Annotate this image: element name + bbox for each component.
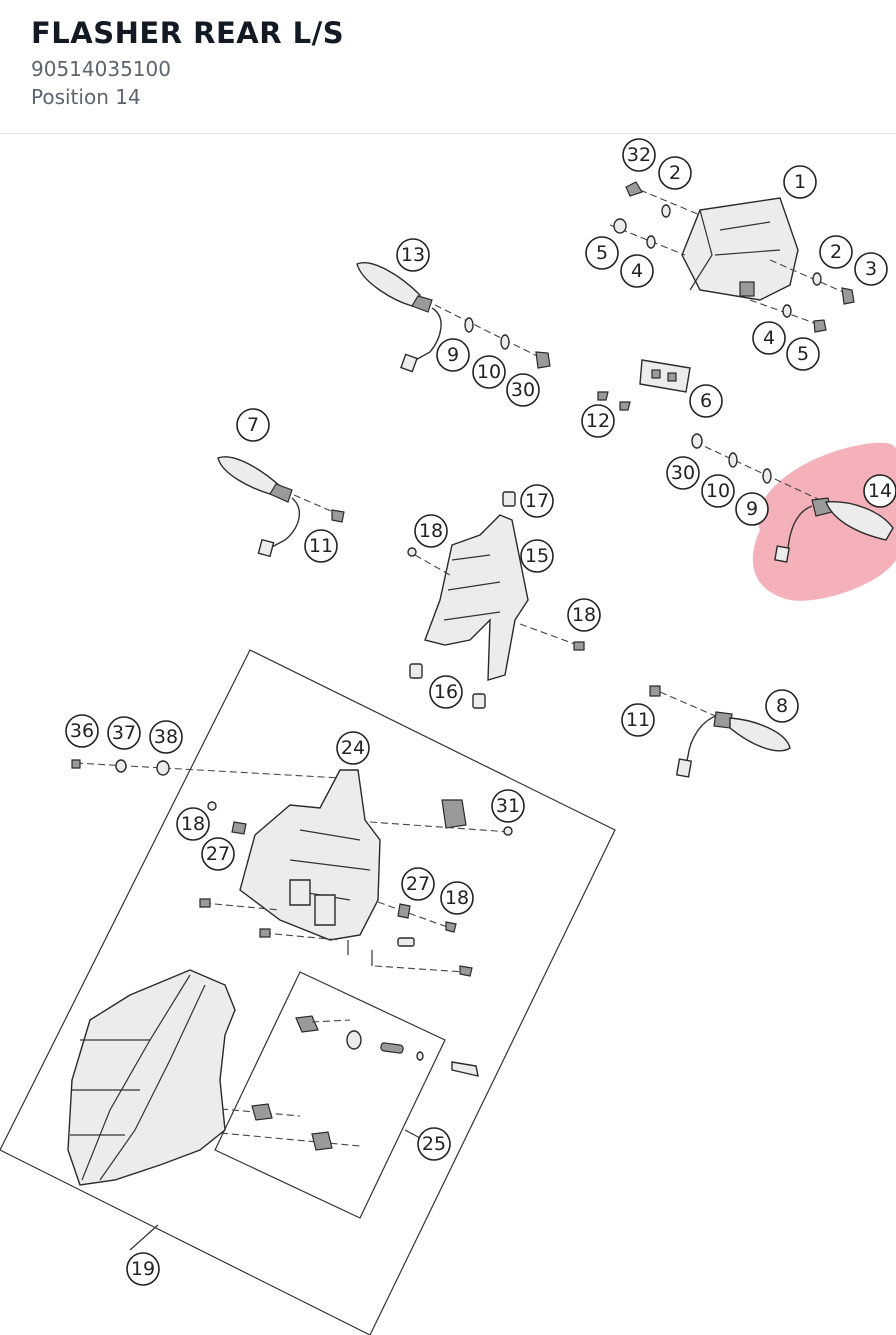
callout-30[interactable]: 30: [506, 373, 540, 407]
callout-16[interactable]: 16: [429, 675, 463, 709]
svg-text:8: 8: [776, 695, 788, 717]
part-header: FLASHER REAR L/S 90514035100 Position 14: [0, 0, 896, 134]
svg-text:10: 10: [706, 480, 730, 502]
bracket-assembly: [609, 181, 855, 333]
svg-text:9: 9: [746, 498, 758, 520]
svg-text:13: 13: [401, 244, 425, 266]
callout-13[interactable]: 13: [396, 238, 430, 272]
callout-9b[interactable]: 9: [735, 492, 769, 526]
svg-text:24: 24: [341, 737, 365, 759]
callout-10[interactable]: 10: [472, 355, 506, 389]
callout-27b[interactable]: 27: [401, 867, 435, 901]
svg-text:11: 11: [626, 709, 650, 731]
callout-4b[interactable]: 4: [752, 321, 786, 355]
svg-text:14: 14: [868, 480, 892, 502]
svg-text:5: 5: [797, 343, 809, 365]
callout-2[interactable]: 2: [658, 156, 692, 190]
callout-2b[interactable]: 2: [819, 235, 853, 269]
callout-32[interactable]: 32: [622, 138, 656, 172]
callout-11b[interactable]: 11: [621, 703, 655, 737]
headlight-subgroup-frame: [209, 971, 479, 1219]
callout-30b[interactable]: 30: [666, 456, 700, 490]
svg-text:25: 25: [422, 1133, 446, 1155]
callout-36[interactable]: 36: [65, 714, 99, 748]
part-title: FLASHER REAR L/S: [31, 16, 345, 50]
callout-17[interactable]: 17: [520, 484, 554, 518]
headlight-unit: [67, 969, 236, 1251]
callout-31[interactable]: 31: [491, 789, 525, 823]
callout-38[interactable]: 38: [149, 720, 183, 754]
callout-12[interactable]: 12: [581, 404, 615, 438]
callout-15[interactable]: 15: [520, 539, 554, 573]
callout-19[interactable]: 19: [126, 1252, 160, 1286]
callout-7[interactable]: 7: [236, 408, 270, 442]
svg-text:5: 5: [596, 242, 608, 264]
callout-8[interactable]: 8: [765, 689, 799, 723]
svg-text:27: 27: [406, 873, 430, 895]
svg-text:4: 4: [631, 260, 643, 282]
part-position: Position 14: [31, 85, 141, 109]
flasher-rear-left: [691, 433, 894, 563]
svg-text:18: 18: [572, 604, 596, 626]
callout-11[interactable]: 11: [304, 529, 338, 563]
flasher-rear-right: [649, 685, 791, 778]
callout-1[interactable]: 1: [783, 165, 817, 199]
svg-text:30: 30: [671, 462, 695, 484]
exploded-parts-diagram: 32 2 1 13 5 4 2 3 4 5 9 10 30 6 12 7 30 …: [0, 138, 896, 1335]
svg-text:37: 37: [112, 722, 136, 744]
svg-text:15: 15: [525, 545, 549, 567]
svg-text:4: 4: [763, 327, 775, 349]
svg-text:32: 32: [627, 144, 651, 166]
svg-text:27: 27: [206, 843, 230, 865]
svg-text:36: 36: [70, 720, 94, 742]
callout-14-selected[interactable]: 14: [863, 474, 896, 508]
svg-text:18: 18: [419, 520, 443, 542]
svg-text:17: 17: [525, 490, 549, 512]
callout-5[interactable]: 5: [585, 236, 619, 270]
flasher-front-left: [356, 262, 551, 373]
callout-4[interactable]: 4: [620, 254, 654, 288]
svg-text:9: 9: [447, 344, 459, 366]
callout-18c[interactable]: 18: [176, 807, 210, 841]
callout-24[interactable]: 24: [336, 731, 370, 765]
part-number: 90514035100: [31, 57, 171, 81]
callout-37[interactable]: 37: [107, 716, 141, 750]
svg-text:2: 2: [669, 162, 681, 184]
svg-text:31: 31: [496, 795, 520, 817]
callout-5b[interactable]: 5: [786, 337, 820, 371]
rear-bracket: [407, 491, 585, 709]
flasher-front-right: [217, 456, 345, 558]
callout-18b[interactable]: 18: [567, 598, 601, 632]
svg-text:30: 30: [511, 379, 535, 401]
svg-text:18: 18: [181, 813, 205, 835]
svg-text:10: 10: [477, 361, 501, 383]
callout-18[interactable]: 18: [414, 514, 448, 548]
svg-text:7: 7: [247, 414, 259, 436]
callout-10b[interactable]: 10: [701, 474, 735, 508]
headlight-group-frame: [0, 649, 616, 1335]
svg-text:19: 19: [131, 1258, 155, 1280]
svg-text:12: 12: [586, 410, 610, 432]
selected-part-highlight: [752, 442, 896, 601]
svg-text:1: 1: [794, 171, 806, 193]
svg-text:18: 18: [445, 887, 469, 909]
svg-text:16: 16: [434, 681, 458, 703]
callout-27[interactable]: 27: [201, 837, 235, 871]
callout-3[interactable]: 3: [854, 252, 888, 286]
svg-text:2: 2: [830, 241, 842, 263]
callout-18d[interactable]: 18: [440, 881, 474, 915]
screw-set: [71, 759, 341, 779]
callout-25[interactable]: 25: [417, 1127, 451, 1161]
callout-9[interactable]: 9: [436, 338, 470, 372]
svg-text:11: 11: [309, 535, 333, 557]
svg-text:3: 3: [865, 258, 877, 280]
svg-text:6: 6: [700, 390, 712, 412]
callout-6[interactable]: 6: [689, 384, 723, 418]
license-bracket: [597, 359, 691, 411]
headlight-bracket: [199, 769, 513, 977]
svg-text:38: 38: [154, 726, 178, 748]
